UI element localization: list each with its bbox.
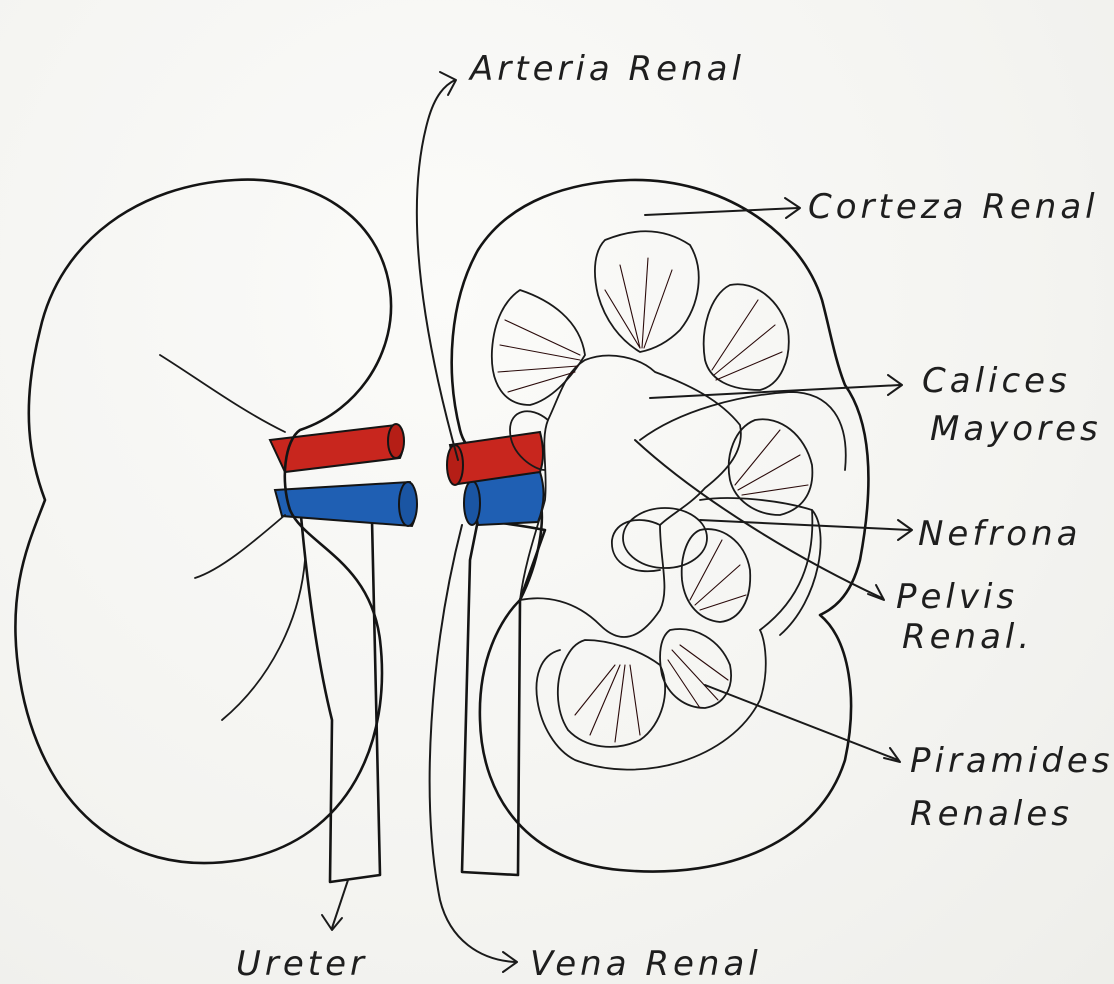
- nephron-bulb: [623, 508, 707, 568]
- pyramid-6: [558, 640, 665, 747]
- label-piramides-line2: Renales: [910, 794, 1073, 834]
- label-ureter: Ureter: [236, 944, 368, 984]
- pyramid-1: [492, 290, 585, 405]
- left-kidney-body: [15, 180, 391, 863]
- label-nefrona: Nefrona: [918, 514, 1082, 554]
- right-kidney-section: [447, 180, 868, 875]
- label-pelvis-line1: Pelvis: [896, 577, 1018, 617]
- pyramid-2: [595, 231, 699, 352]
- label-pelvis-line2: Renal.: [902, 617, 1033, 657]
- label-calices-line1: Calices: [922, 361, 1071, 401]
- left-kidney-external: [15, 180, 417, 882]
- pyramid-7: [660, 629, 731, 708]
- label-corteza-renal: Corteza Renal: [808, 187, 1099, 227]
- renal-pelvis: [520, 356, 741, 637]
- left-renal-artery: [270, 425, 403, 472]
- label-vena-renal: Vena Renal: [530, 944, 762, 984]
- label-piramides-line1: Piramides: [910, 741, 1114, 781]
- label-calices-line2: Mayores: [930, 409, 1102, 449]
- pyramid-3: [704, 284, 789, 390]
- pyramid-5: [682, 529, 751, 622]
- label-arteria-renal: Arteria Renal: [468, 49, 745, 89]
